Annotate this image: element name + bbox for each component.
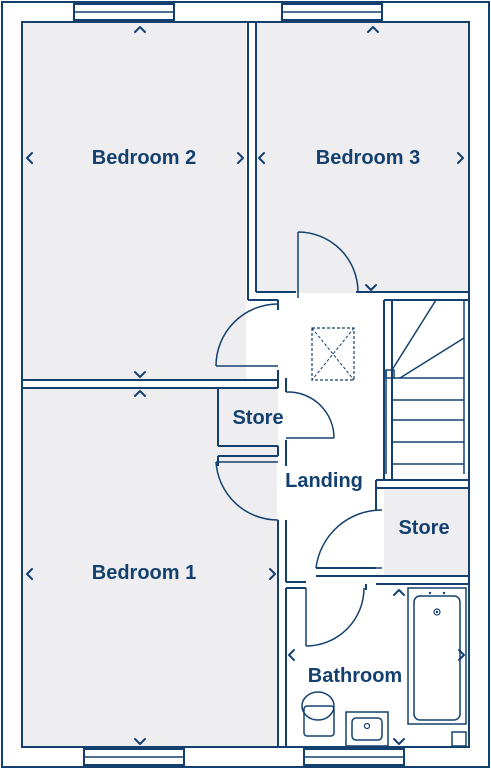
staircase-icon xyxy=(385,299,465,474)
store-left-area xyxy=(220,388,278,446)
sink-icon xyxy=(345,711,389,747)
label-store-right: Store xyxy=(398,517,449,539)
label-bedroom-1: Bedroom 1 xyxy=(92,562,196,584)
label-landing: Landing xyxy=(285,470,363,492)
bedroom-3-area xyxy=(256,23,468,293)
dimension-arrows xyxy=(26,26,465,745)
label-bathroom: Bathroom xyxy=(308,665,402,687)
bath-icon xyxy=(407,587,467,747)
doors xyxy=(215,231,383,647)
room-labels: Bedroom 2 Bedroom 3 Store Landing Store … xyxy=(92,147,450,687)
label-bedroom-3: Bedroom 3 xyxy=(316,147,420,169)
loft-hatch-icon xyxy=(311,327,355,381)
windows xyxy=(73,3,405,766)
bedroom-1-area xyxy=(23,388,277,746)
toilet-icon xyxy=(301,691,335,737)
label-bedroom-2: Bedroom 2 xyxy=(92,147,196,169)
bedroom-2-area xyxy=(23,23,246,379)
room-fills xyxy=(23,23,468,746)
label-store-left: Store xyxy=(232,407,283,429)
store-right-area xyxy=(384,488,468,576)
